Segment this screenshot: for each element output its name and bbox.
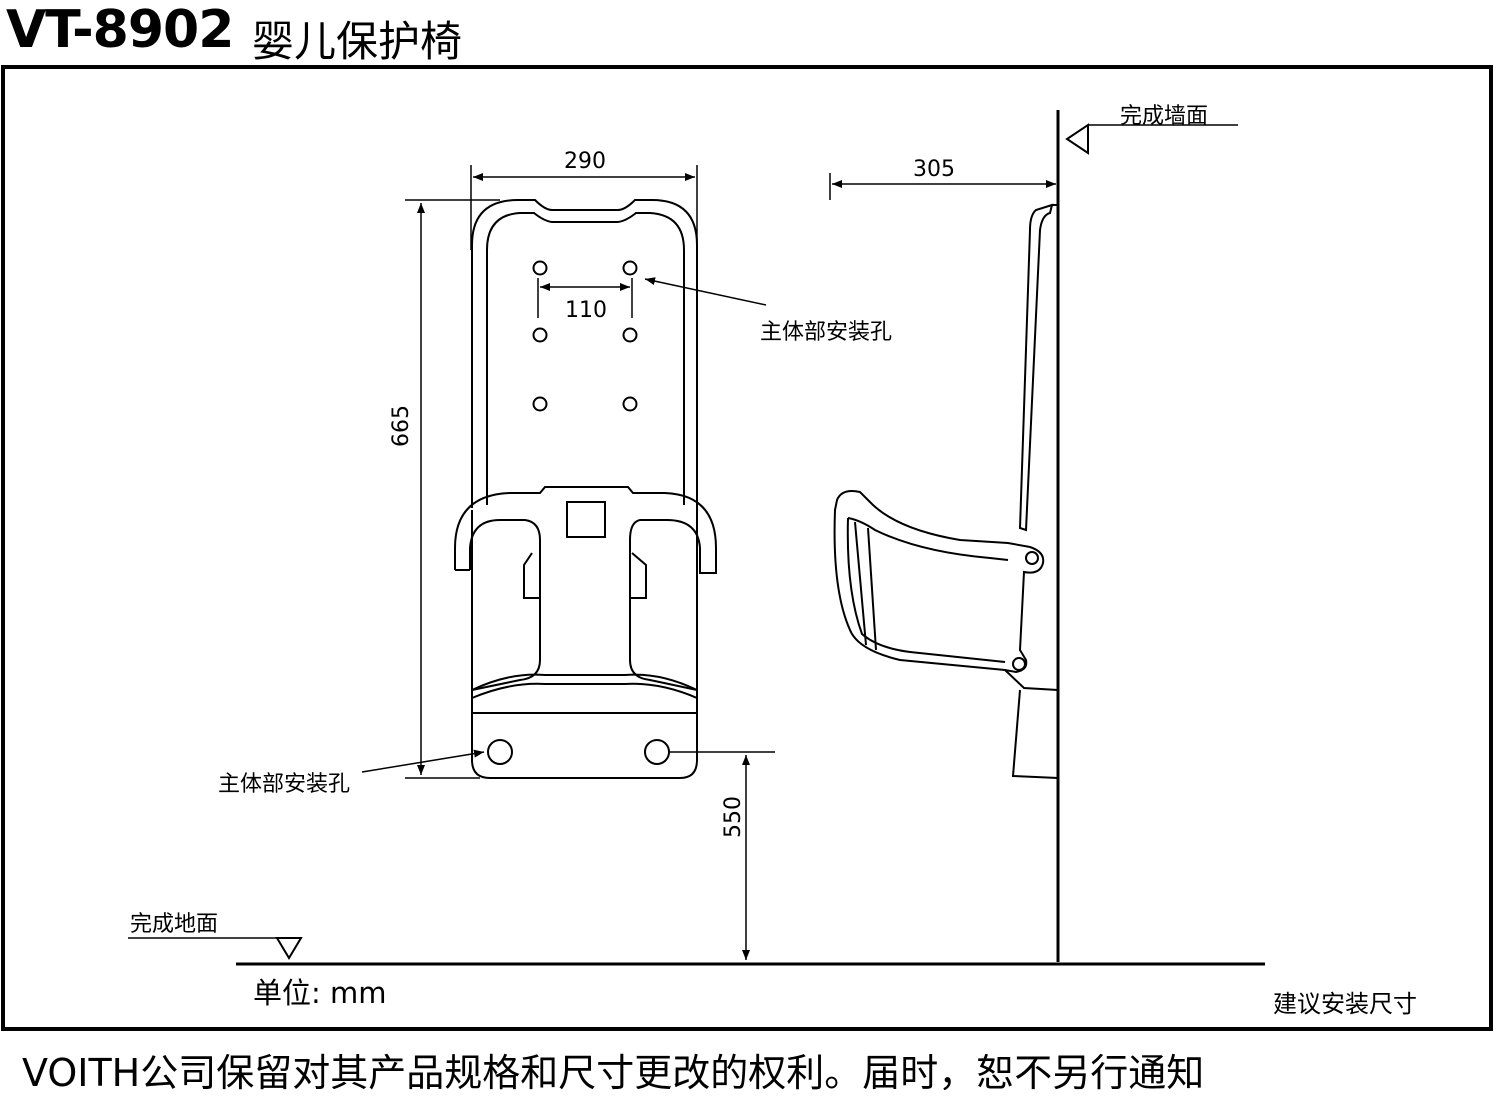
drawing-frame: [1, 65, 1493, 1031]
finished-floor-label: 完成地面: [130, 912, 219, 937]
model-number: VT-8902: [6, 0, 234, 60]
drawing-caption: 建议安装尺寸: [1273, 990, 1417, 1018]
dim-width-label: 290: [564, 149, 606, 174]
front-guard-rail: [454, 486, 717, 691]
mount-holes-label-top: 主体部安装孔: [760, 320, 893, 345]
side-foot-block: [1011, 689, 1059, 779]
product-name: 婴儿保护椅: [252, 17, 463, 66]
dim-height-label: 665: [389, 405, 414, 447]
front-seat-shell: [471, 505, 698, 779]
dim-hole-spacing-label: 110: [565, 298, 607, 323]
front-back-plate: [471, 199, 698, 508]
dim-projection-label: 305: [913, 157, 955, 182]
wall-datum-triangle: [1065, 123, 1089, 155]
dim-mount-height-label: 550: [721, 796, 746, 838]
floor-datum-triangle: [275, 937, 303, 960]
mount-holes-label-bottom: 主体部安装孔: [218, 772, 351, 797]
front-back-plate-inner: [486, 212, 685, 505]
finished-wall-label: 完成墙面: [1120, 104, 1209, 129]
side-back-plate: [1018, 203, 1054, 532]
upper-mounting-holes: [532, 260, 638, 412]
unit-label: 单位: mm: [253, 976, 387, 1010]
footer-notice: VOITH公司保留对其产品规格和尺寸更改的权利。届时，恕不另行通知: [22, 1051, 1205, 1095]
side-seat-shell: [833, 490, 1045, 674]
